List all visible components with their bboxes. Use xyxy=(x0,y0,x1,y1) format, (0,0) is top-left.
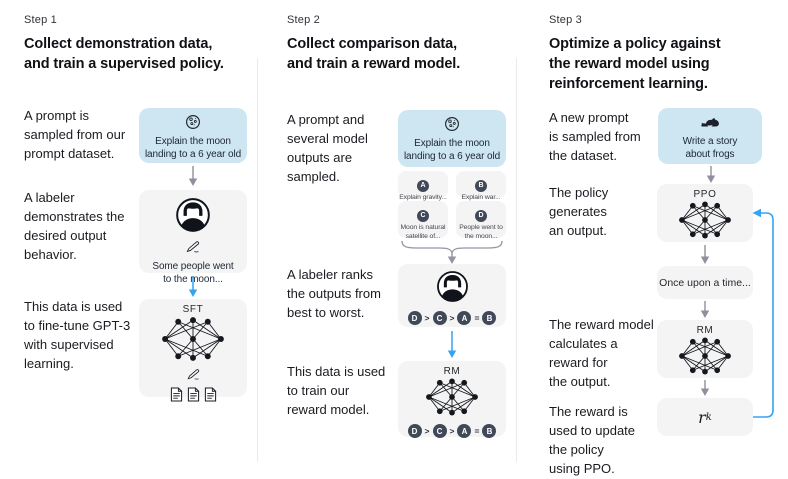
output-d-text: People went to the moon... xyxy=(459,224,503,240)
step2-paragraph-2: A labeler ranks the outputs from best to… xyxy=(287,267,381,320)
down-arrow xyxy=(186,166,200,191)
step2-title: Collect comparison data, and train a rew… xyxy=(287,36,461,72)
prompt-box: Explain the moon landing to a 6 year old xyxy=(139,108,247,163)
document-icon xyxy=(204,387,216,402)
step3-paragraph-3: The reward model calculates a reward for… xyxy=(549,317,654,389)
step1-title: Collect demonstration data, and train a … xyxy=(24,36,224,72)
merge-brace xyxy=(398,240,506,269)
step1-paragraph-1: A prompt is sampled from our prompt data… xyxy=(24,108,126,161)
ppo-label: PPO xyxy=(693,189,717,200)
step2-label: Step 2 xyxy=(287,14,321,26)
step1-paragraph-3: This data is used to fine-tune GPT-3 wit… xyxy=(24,299,131,371)
rm-label: RM xyxy=(443,366,461,377)
badge-a: A xyxy=(417,179,429,192)
rank-badge: C xyxy=(432,424,447,438)
frog-icon xyxy=(700,115,720,133)
network-icon xyxy=(156,316,230,367)
pencil-icon xyxy=(185,240,201,258)
network-icon xyxy=(674,201,736,244)
network-icon xyxy=(421,378,483,421)
rm-model-box: RM xyxy=(398,361,506,438)
output-card-a: A Explain gravity... xyxy=(398,171,448,201)
column-divider xyxy=(257,58,258,462)
down-arrow xyxy=(698,245,712,269)
step2-column: Step 2 Collect comparison data, and trai… xyxy=(263,0,526,479)
rank-separator: > xyxy=(424,313,430,323)
rank-badge: A xyxy=(457,424,472,438)
badge-b: B xyxy=(475,179,487,192)
output-c-text: Moon is natural satellite of... xyxy=(400,224,446,240)
labeler-ranking-box: D > C > A = B xyxy=(398,264,506,327)
moon-icon xyxy=(444,116,460,137)
step1-paragraph-2: A labeler demonstrates the desired outpu… xyxy=(24,190,125,262)
labeler-box: Some people went to the moon... xyxy=(139,190,247,285)
rank-separator: > xyxy=(449,426,455,436)
documents-row xyxy=(170,387,217,402)
labeler-icon xyxy=(436,270,469,308)
rank-badge: A xyxy=(457,311,472,325)
model-output-text: Once upon a time... xyxy=(659,276,751,289)
ranking-row: D > C > A = B xyxy=(407,311,497,325)
step3-column: Step 3 Optimize a policy against the rew… xyxy=(526,0,788,479)
down-arrow xyxy=(698,380,712,401)
down-arrow xyxy=(698,301,712,323)
step3-paragraph-2: The policy generates an output. xyxy=(549,185,609,238)
labeler-demo-text: Some people went to the moon... xyxy=(152,261,234,285)
down-arrow-blue xyxy=(445,331,459,363)
step3-title: Optimize a policy against the reward mod… xyxy=(549,36,721,92)
rank-badge: B xyxy=(482,424,497,438)
reward-symbol: r xyxy=(698,407,706,427)
step2-paragraph-1: A prompt and several model outputs are s… xyxy=(287,112,368,184)
down-arrow-blue xyxy=(186,276,200,302)
ppo-policy-box: PPO xyxy=(657,184,753,242)
ranking-row: D > C > A = B xyxy=(407,424,497,438)
rank-separator: > xyxy=(449,313,455,323)
reward-subscript: k xyxy=(705,411,712,423)
moon-icon xyxy=(185,114,201,135)
prompt-text: Explain the moon landing to a 6 year old xyxy=(144,136,242,160)
prompt-text: Write a story about frogs xyxy=(682,136,738,160)
rank-badge: C xyxy=(432,311,447,325)
rm-label: RM xyxy=(696,325,714,336)
rank-separator: = xyxy=(474,313,480,323)
badge-c: C xyxy=(417,209,429,222)
output-a-text: Explain gravity... xyxy=(399,194,447,201)
column-divider xyxy=(516,58,517,462)
rm-model-box: RM xyxy=(657,320,753,378)
step3-paragraph-4: The reward is used to update the policy … xyxy=(549,404,636,476)
document-icon xyxy=(187,387,199,402)
sft-label: SFT xyxy=(182,304,204,315)
rank-badge: B xyxy=(482,311,497,325)
labeler-icon xyxy=(175,197,211,238)
output-card-b: B Explain war... xyxy=(456,171,506,201)
badge-d: D xyxy=(475,209,487,222)
document-icon xyxy=(170,387,182,402)
step3-label: Step 3 xyxy=(549,14,583,26)
pencil-icon xyxy=(186,367,201,385)
rank-separator: > xyxy=(424,426,430,436)
output-card-c: C Moon is natural satellite of... xyxy=(398,201,448,240)
network-icon xyxy=(674,337,736,380)
output-card-d: D People went to the moon... xyxy=(456,201,506,240)
rank-badge: D xyxy=(407,424,422,438)
sft-model-box: SFT xyxy=(139,299,247,402)
prompt-box: Write a story about frogs xyxy=(658,108,762,164)
rank-badge: D xyxy=(407,311,422,325)
model-output-box: Once upon a time... xyxy=(657,266,753,299)
output-b-text: Explain war... xyxy=(461,194,501,201)
prompt-box: Explain the moon landing to a 6 year old xyxy=(398,110,506,167)
step3-paragraph-1: A new prompt is sampled from the dataset… xyxy=(549,110,641,163)
step1-column: Step 1 Collect demonstration data, and t… xyxy=(0,0,263,479)
rank-separator: = xyxy=(474,426,480,436)
feedback-loop-arrow xyxy=(750,205,782,428)
down-arrow xyxy=(704,166,718,188)
prompt-text: Explain the moon landing to a 6 year old xyxy=(403,138,501,162)
step1-label: Step 1 xyxy=(24,14,58,26)
step2-paragraph-3: This data is used to train our reward mo… xyxy=(287,364,386,417)
